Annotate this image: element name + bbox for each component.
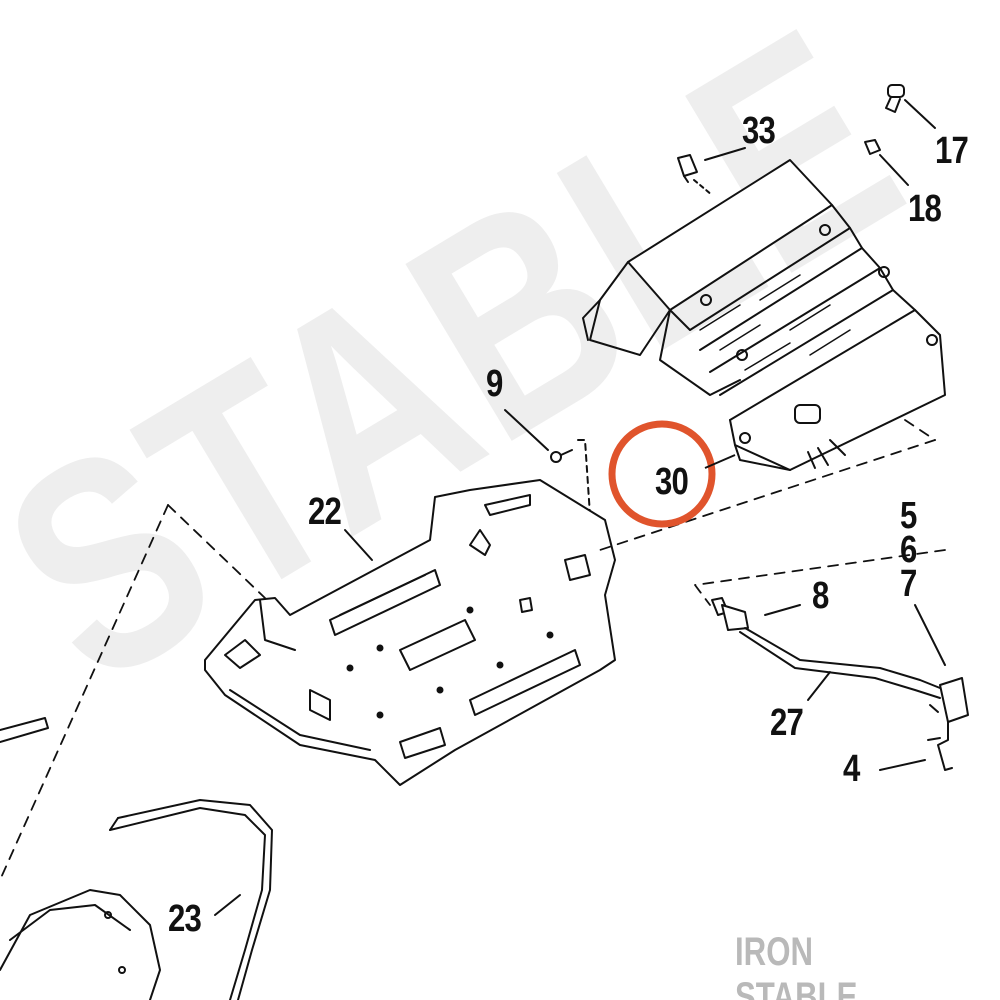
cover-23 <box>0 717 273 1000</box>
callout-17: 17 <box>935 130 969 172</box>
brand-watermark: IRON STABLE <box>735 930 858 1000</box>
wiring-harness-27 <box>711 597 969 771</box>
highlight-circle <box>608 420 716 528</box>
bracket-plate-22 <box>204 479 616 786</box>
callout-5: 5 <box>900 495 917 537</box>
leader-lines <box>0 419 946 881</box>
nut-18 <box>864 139 909 186</box>
callout-23: 23 <box>168 898 202 940</box>
callout-4: 4 <box>843 748 860 790</box>
callout-30: 30 <box>655 461 689 503</box>
callout-7: 7 <box>900 563 917 605</box>
bolt-17 <box>885 84 936 129</box>
screw-9 <box>504 409 591 516</box>
grommet-33 <box>677 147 746 196</box>
callout-9: 9 <box>486 363 503 405</box>
callout-18: 18 <box>908 188 942 230</box>
callout-22: 22 <box>308 491 342 533</box>
callout-27: 27 <box>770 702 804 744</box>
callout-6: 6 <box>900 529 917 571</box>
callout-33: 33 <box>742 110 776 152</box>
regulator-module <box>582 159 946 471</box>
callout-8: 8 <box>812 575 829 617</box>
